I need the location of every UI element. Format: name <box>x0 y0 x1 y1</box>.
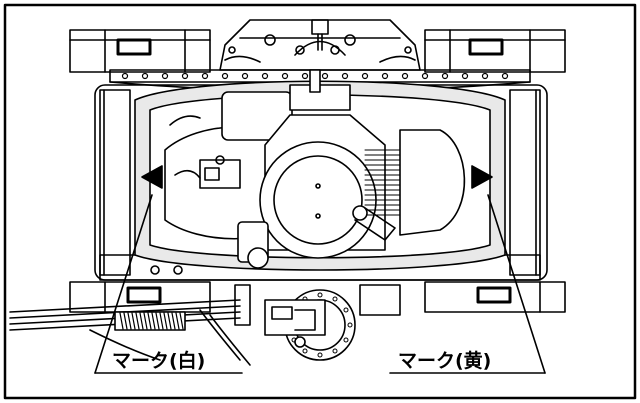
figure-frame <box>3 3 637 400</box>
mark-white-arrow <box>141 165 163 189</box>
front-left-roller <box>69 29 211 73</box>
mark-yellow-arrow <box>471 165 493 189</box>
cable-bundle <box>9 299 251 366</box>
rear-gear-assembly <box>234 284 401 361</box>
leader-line-yellow <box>487 194 546 374</box>
label-mark-yellow: マーク(黄) <box>398 350 492 372</box>
leader-line-white <box>94 194 153 374</box>
front-right-roller <box>424 29 566 73</box>
engine <box>199 69 401 269</box>
bolt <box>150 265 160 275</box>
rear-right-roller <box>424 281 566 313</box>
label-mark-white: マーク(白) <box>112 350 206 372</box>
bolt <box>173 265 183 275</box>
top-hitch-assembly <box>219 19 421 71</box>
